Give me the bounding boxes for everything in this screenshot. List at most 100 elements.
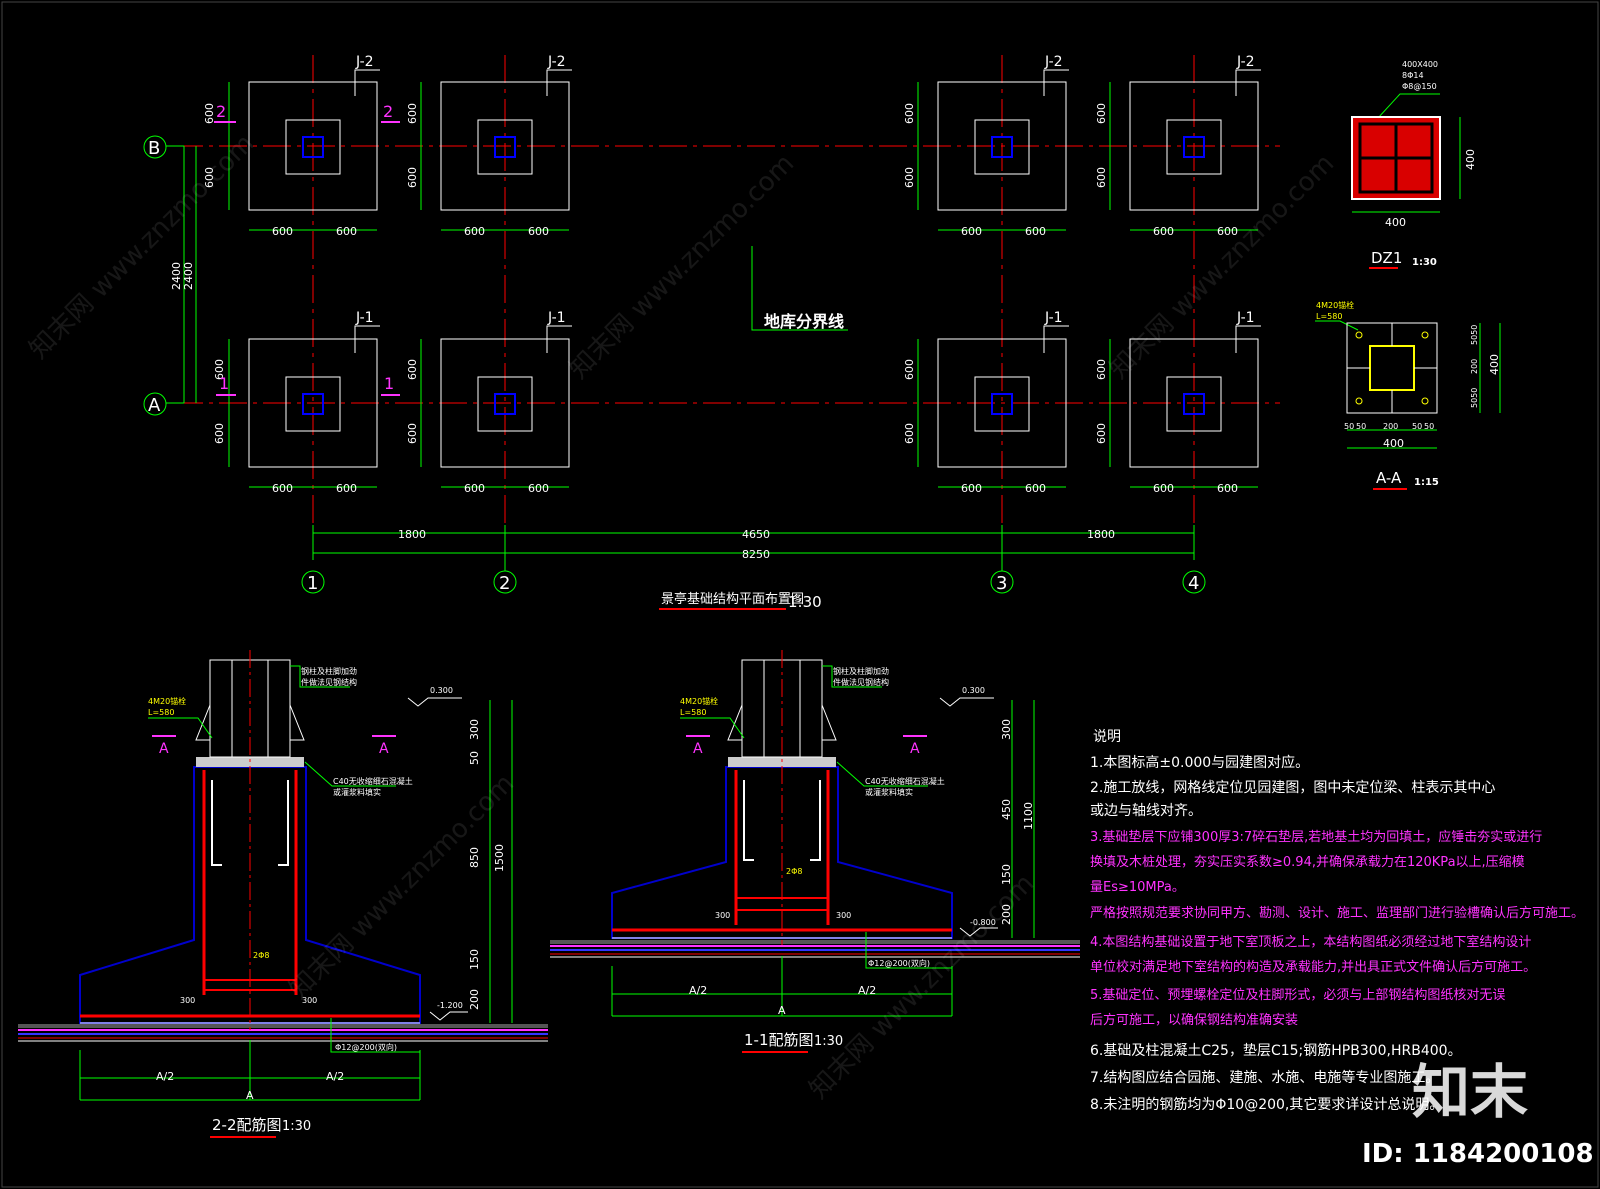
bolt-note: L=580 [148,708,174,717]
steel-column [494,136,516,158]
tag-leader [1235,325,1261,353]
dim-text: 600 [1153,225,1174,238]
dim-text: 600 [1025,225,1046,238]
aa-dim-v: 5050 [1470,325,1479,345]
dim-text: 600 [903,103,916,124]
footing-outline [937,338,1067,468]
axis-label: 1 [307,573,318,594]
slab-layer [18,1024,548,1028]
steel-column [1183,136,1205,158]
footing-outline [440,81,570,211]
dim-text: 600 [1095,103,1108,124]
tag-leader [1235,69,1261,96]
axis-label: 3 [996,573,1007,594]
footing-dimensions [183,82,1258,560]
aa-dim-h: 50 [1424,422,1434,431]
note-line: 后方可施工，以确保钢结构准确安装 [1090,1012,1298,1028]
dim-text: 600 [903,423,916,444]
steel-column [1183,393,1205,415]
design-notes: 说明 1.本图标高±0.000与园建图对应。 2.施工放线，网格线定位见园建图，… [1090,729,1584,1113]
footing-tag: J-1 [1044,310,1063,326]
dim-text: 600 [213,359,226,380]
grout-note: 或灌浆料填实 [865,787,913,797]
dim-text: 600 [1025,482,1046,495]
dz1-title: DZ1 [1371,249,1402,267]
footing-outline [937,81,1067,211]
watermark-text: 知末网 www.znzmo.com [564,149,800,385]
footing-tag: J-1 [547,310,566,326]
aa-bolt [1421,397,1429,405]
full-a: A [246,1089,254,1102]
section-1-1: 4M20锚栓 L=580 钢柱及柱脚加劲 件做法见钢结构 C40无收缩细石混凝土… [550,650,1080,1053]
watermark-logo: 知末 [1412,1058,1528,1126]
pedestal-outline [974,119,1030,175]
note-line: 1.本图标高±0.000与园建图对应。 [1090,754,1309,771]
steel-column [494,393,516,415]
dim-left: 300 [715,911,730,920]
dim-text: 600 [528,482,549,495]
axis-label: B [148,138,160,159]
steel-column [991,393,1013,415]
elev-bottom: -1.200 [437,1001,463,1010]
boundary-leader [751,246,848,331]
aa-dim-v: 200 [1470,359,1479,374]
slab-layer [550,940,1080,944]
dz1-height: 400 [1464,149,1477,170]
dim-text: 600 [336,482,357,495]
rebar-mid: 2Φ8 [253,951,269,960]
axis-circle [143,135,167,159]
axis-bubble-1: 1 [301,570,325,594]
dim-text: 600 [406,359,419,380]
plan-title: 景亭基础结构平面布置图 [661,591,804,607]
row-spacing-text: 2400 [170,262,183,290]
steel-column [302,393,324,415]
watermark-text: 知末网 www.znzmo.com [1104,149,1340,385]
steel-column [991,136,1013,158]
bolt-note: 4M20锚栓 [148,696,186,706]
dim-right: 300 [302,996,317,1005]
elev-bottom: -0.800 [970,918,996,927]
footing-tag: J-2 [1236,54,1255,70]
note-line: 8.未注明的钢筋均为Φ10@200,其它要求详设计总说明。 [1090,1096,1443,1113]
axis-bubble-a: A [143,392,184,416]
note-line: 换填及木桩处理，夯实压实系数≥0.94,并确保承载力在120KPa以上,压缩模 [1090,854,1525,870]
half-a: A/2 [689,984,707,997]
dim-text: 600 [213,423,226,444]
stiffener-note: 钢柱及柱脚加劲 [833,666,889,676]
dim-text: 600 [203,167,216,188]
note-line: 严格按照规范要求协同甲方、勘测、设计、施工、监理部门进行验槽确认后方可施工。 [1090,905,1584,921]
footing-section [79,766,421,1024]
note-line: 5.基础定位、预埋螺栓定位及柱脚形式，必须与上部钢结构图纸核对无误 [1090,987,1505,1003]
section-marks: 2 2 1 1 [214,102,400,396]
aa-total-v: 400 [1488,354,1501,375]
section-scale: 1:30 [814,1034,843,1049]
footing-section [611,766,953,939]
footing-tag: J-2 [355,54,374,70]
footing-b3: J-2 [937,54,1069,211]
note-line: 3.基础垫层下应铺300厚3:7碎石垫层,若地基土均为回填土，应锤击夯实或进行 [1090,829,1542,845]
footing-a2: J-1 [440,310,572,468]
dim-v: 200 [468,989,481,1010]
dim-text: 600 [903,359,916,380]
axis-label: 2 [499,573,510,594]
aa-detail: 4M20锚栓 L=580 50 50 200 50 50 400 5050 20… [1315,300,1501,490]
note-line: 2.施工放线，网格线定位见园建图，图中未定位梁、柱表示其中心 [1090,780,1495,796]
axis-label: 4 [1188,573,1199,594]
dim-text: 600 [1095,167,1108,188]
aa-dim-h: 50 [1344,422,1354,431]
footing-b1: J-2 [248,54,380,211]
elev-top: 0.300 [962,686,985,695]
dim-text: 600 [464,482,485,495]
aa-dim-v: 5050 [1470,388,1479,408]
dim-text: 600 [1217,482,1238,495]
row-spacing-text: 2400 [182,262,195,290]
tag-leader [354,69,380,96]
dim-text: 600 [1153,482,1174,495]
rebar-mid: 2Φ8 [786,867,802,876]
aa-total-h: 400 [1383,437,1404,450]
dz1-scale: 1:30 [1412,257,1437,268]
footing-a3: J-1 [937,310,1069,468]
dim-v: 300 [1000,719,1013,740]
dim-text: 600 [961,482,982,495]
